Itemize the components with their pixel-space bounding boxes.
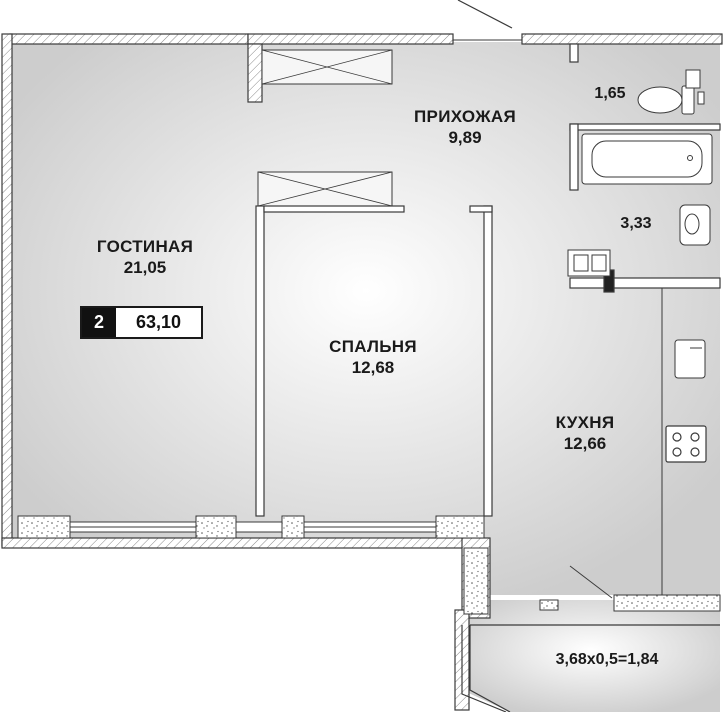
room-balcony-area: 3,68x0,5=1,84	[555, 651, 659, 668]
room-bedroom: СПАЛЬНЯ 12,68	[298, 336, 448, 379]
stove-icon	[665, 425, 707, 463]
room-living-name: ГОСТИНАЯ	[96, 237, 194, 256]
windows	[69, 521, 437, 533]
toilet-icon	[637, 69, 705, 115]
room-toilet-area: 1,65	[594, 85, 626, 102]
interior-walls	[255, 43, 721, 517]
closet-top	[247, 43, 393, 103]
sink-icon	[674, 339, 706, 379]
bathtub-icon	[581, 133, 713, 185]
room-living: ГОСТИНАЯ 21,05	[70, 236, 220, 279]
room-bathroom-area: 3,33	[620, 215, 652, 232]
room-balcony: 3,68x0,5=1,84	[532, 650, 682, 670]
window-sills	[17, 515, 721, 615]
washbasin-icon	[679, 204, 711, 246]
closet-bedroom	[257, 171, 393, 207]
washing-machine-icon	[567, 249, 611, 277]
room-toilet: 1,65	[580, 84, 640, 104]
room-bathroom: 3,33	[606, 214, 666, 234]
balcony-outline	[461, 624, 720, 712]
room-kitchen: КУХНЯ 12,66	[510, 412, 660, 455]
room-kitchen-name: КУХНЯ	[555, 413, 615, 432]
room-bedroom-area: 12,68	[351, 358, 395, 378]
balcony-floor	[462, 600, 720, 712]
entrance-door	[453, 0, 522, 41]
room-kitchen-area: 12,66	[563, 434, 607, 454]
room-hallway-area: 9,89	[448, 128, 482, 148]
apartment-summary-badge: 2 63,10	[80, 306, 203, 339]
room-hallway: ПРИХОЖАЯ 9,89	[390, 106, 540, 149]
floor-area	[12, 42, 720, 595]
room-count: 2	[82, 308, 116, 337]
room-bedroom-name: СПАЛЬНЯ	[329, 337, 417, 356]
room-hallway-name: ПРИХОЖАЯ	[414, 107, 516, 126]
room-living-area: 21,05	[123, 258, 167, 278]
balcony-door-swing	[569, 565, 613, 599]
total-area: 63,10	[116, 308, 201, 337]
